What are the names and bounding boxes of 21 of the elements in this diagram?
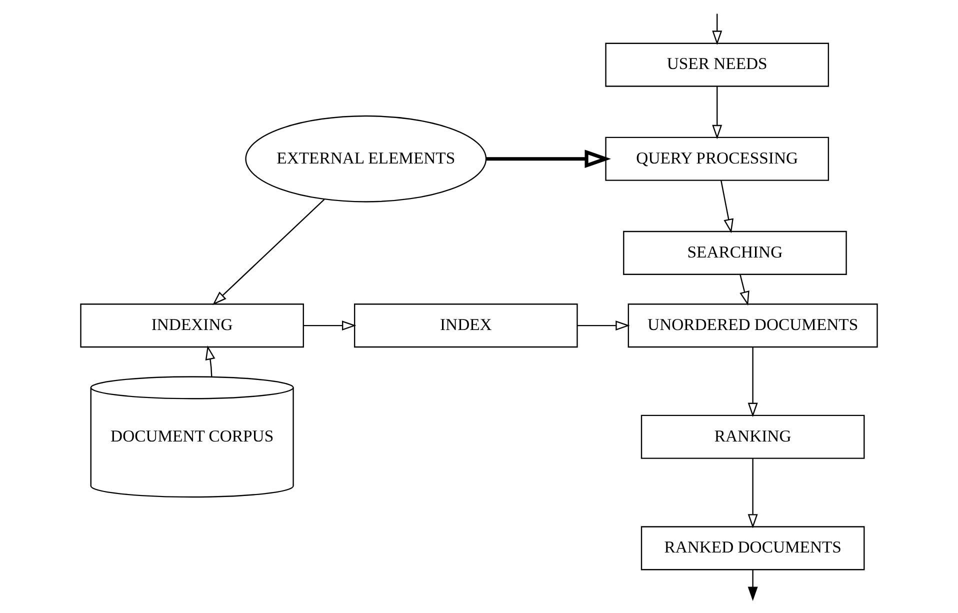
node-box: INDEX (354, 304, 578, 348)
node-box: UNORDERED DOCUMENTS (628, 304, 878, 348)
node-box: SEARCHING (623, 230, 847, 275)
arrow (748, 570, 758, 601)
arrow (720, 180, 734, 234)
node-box: QUERY PROCESSING (605, 136, 830, 181)
node-box: RANKED DOCUMENTS (640, 526, 865, 570)
arrow (712, 14, 722, 45)
node-ellipse: EXTERNAL ELEMENTS (245, 115, 487, 202)
arrow (304, 320, 356, 331)
arrow (486, 150, 611, 168)
node-box: INDEXING (80, 304, 304, 348)
arrow (212, 198, 325, 306)
node-box: USER NEEDS (605, 42, 830, 87)
arrow (748, 347, 758, 418)
arrow (712, 86, 722, 140)
arrow (748, 458, 758, 528)
node-box: RANKING (640, 414, 865, 459)
arrow (740, 274, 750, 306)
arrow (205, 345, 216, 377)
arrow (577, 320, 630, 331)
